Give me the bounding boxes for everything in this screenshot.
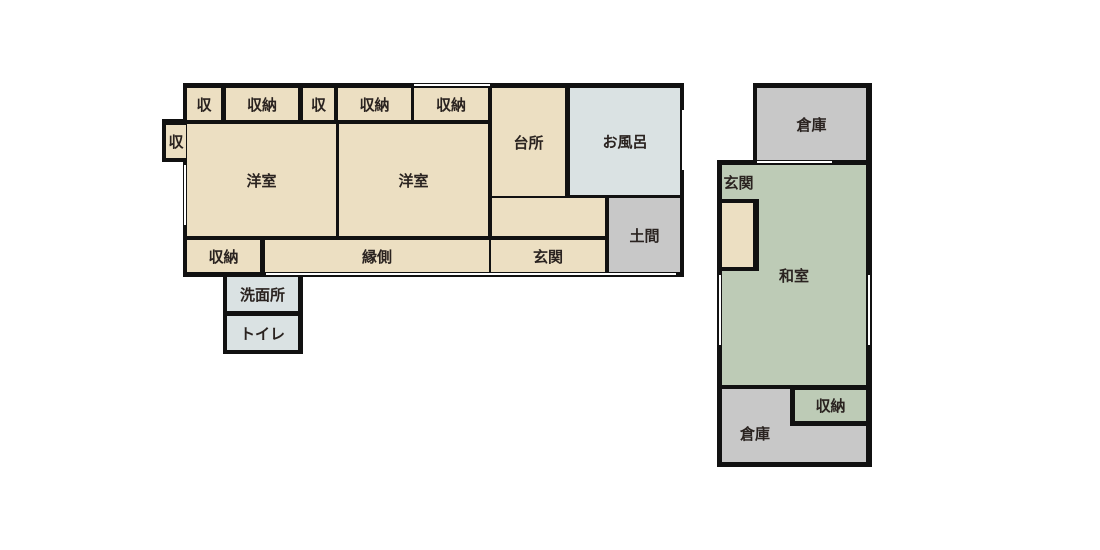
room-washroom: 洗面所 [227,277,298,311]
room-storehouse: 倉庫 [757,88,866,160]
window [266,273,676,275]
room-entrance: 玄関 [722,166,755,199]
room-earthen-floor: 土間 [609,198,680,272]
window [719,275,721,345]
room-storage: 収 [303,88,334,120]
room-storage: 収 [187,88,221,120]
room-closet: 収納 [414,88,488,120]
room-veranda: 縁側 [265,240,489,272]
room-entrance: 玄関 [491,240,605,272]
room-bath: お風呂 [570,88,680,195]
room-western-2: 洋室 [339,124,488,236]
room-kitchen: 台所 [492,88,565,196]
room-toilet: トイレ [227,316,298,350]
window [868,275,870,345]
room-storage-left: 収 [166,125,186,158]
window [757,161,832,163]
window [414,84,490,86]
window [184,165,186,225]
window [682,110,684,170]
room-hall [492,198,605,236]
room-closet: 収納 [338,88,411,120]
room-closet: 収納 [795,390,866,421]
room-entrance-step [722,203,753,267]
room-closet: 収納 [187,240,260,272]
room-closet: 収納 [226,88,298,120]
room-western-1: 洋室 [187,124,336,236]
